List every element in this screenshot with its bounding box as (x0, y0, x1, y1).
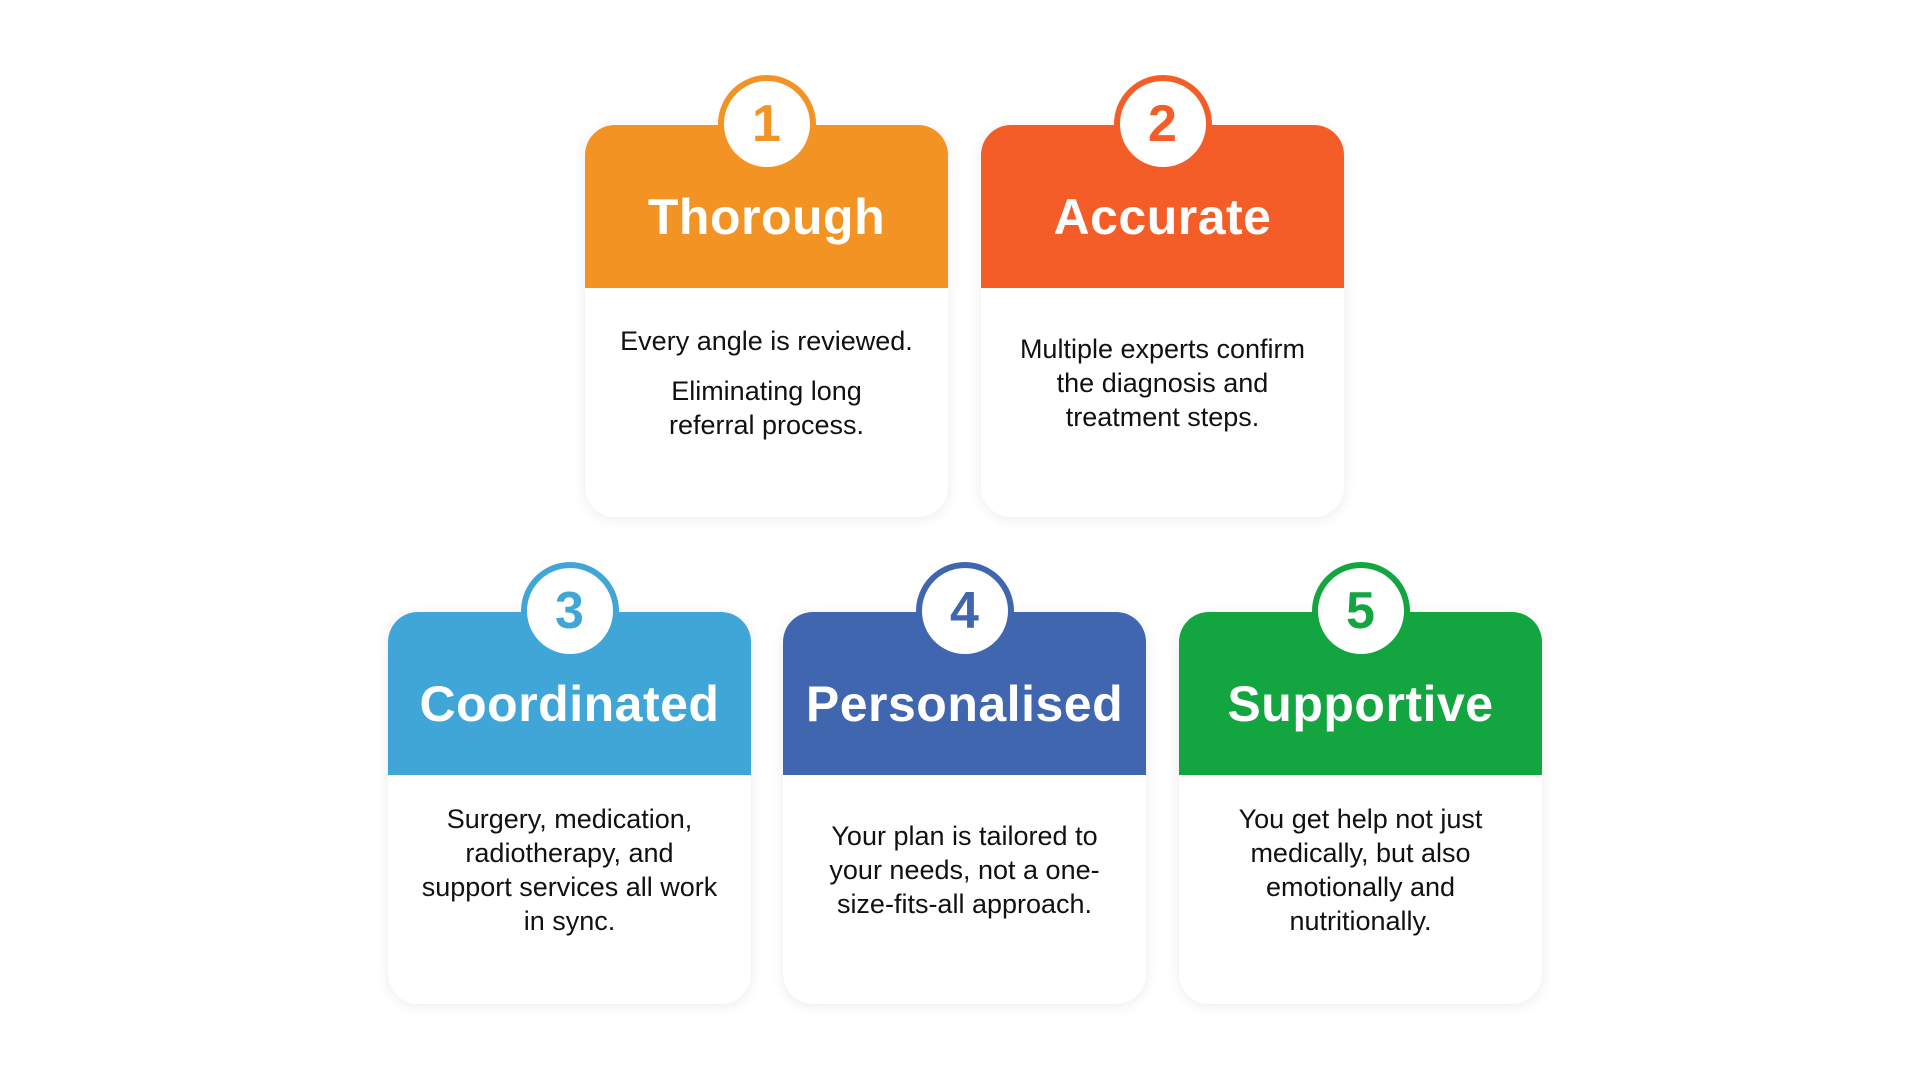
card-header: Accurate (981, 125, 1344, 288)
card-accurate: Accurate 2 Multiple experts confirm the … (981, 75, 1344, 517)
card-text: Surgery, medication, radiotherapy, and s… (421, 803, 718, 936)
card-thorough: Thorough 1 Every angle is reviewed. Elim… (585, 75, 948, 517)
card-body: Surgery, medication, radiotherapy, and s… (388, 775, 751, 1004)
card-body: You get help not just medically, but als… (1179, 775, 1542, 1004)
number-badge: 1 (717, 75, 816, 173)
card-body: Multiple experts confirm the diagnosis a… (981, 288, 1344, 517)
card-title: Personalised (805, 675, 1124, 732)
card-coordinated: Coordinated 3 Surgery, medication, radio… (388, 562, 751, 1004)
card-text: Your plan is tailored to your needs, not… (829, 820, 1100, 919)
number-badge: 4 (915, 562, 1014, 660)
card-text: Every angle is reviewed. (620, 325, 913, 356)
number-badge: 2 (1113, 75, 1212, 173)
card-body: Your plan is tailored to your needs, not… (783, 775, 1146, 1004)
number-badge: 3 (520, 562, 619, 660)
card-text: Multiple experts confirm the diagnosis a… (1019, 333, 1306, 432)
card-supportive: Supportive 5 You get help not just medic… (1179, 562, 1542, 1004)
card-text: You get help not just medically, but als… (1238, 803, 1483, 936)
card-title: Accurate (1053, 188, 1272, 245)
card-header: Personalised (783, 612, 1146, 775)
card-body: Every angle is reviewed. Eliminating lon… (585, 288, 948, 517)
card-title: Thorough (647, 188, 886, 245)
card-text: Eliminating long referral process. (668, 375, 865, 440)
number-badge: 5 (1311, 562, 1410, 660)
card-title: Coordinated (419, 675, 720, 732)
card-personalised: Personalised 4 Your plan is tailored to … (783, 562, 1146, 1004)
card-title: Supportive (1227, 675, 1494, 732)
